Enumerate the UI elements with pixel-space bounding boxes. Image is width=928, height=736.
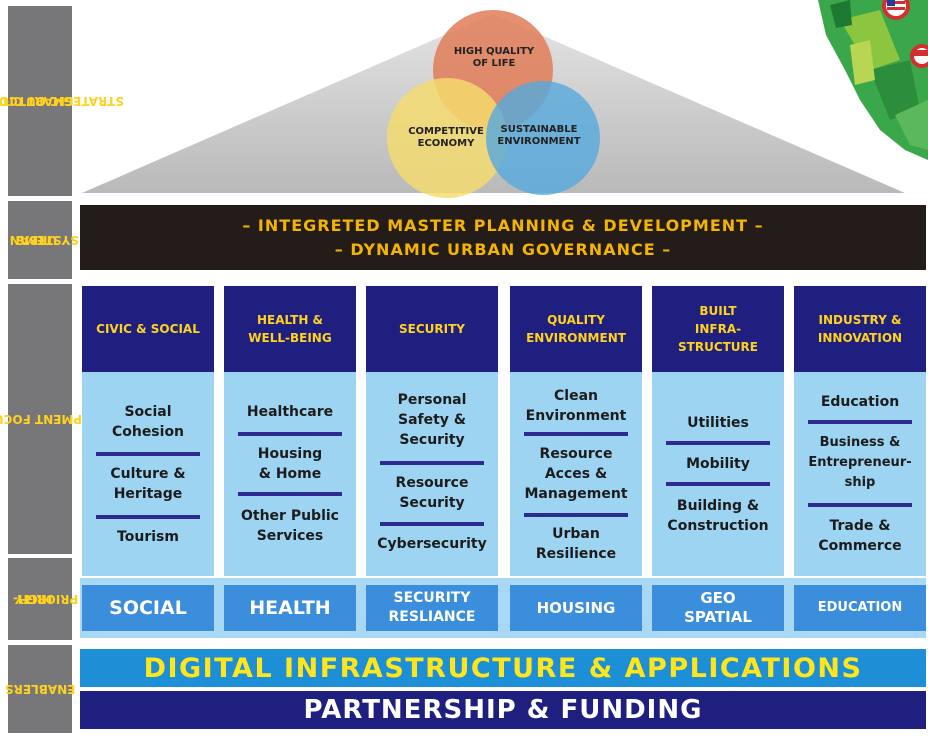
flag-pin-icon — [882, 0, 910, 20]
roof-graphic — [82, 0, 928, 198]
focus-title: INDUSTRY &INNOVATION — [794, 286, 926, 372]
divider — [96, 515, 200, 519]
focus-title: SECURITY — [366, 286, 498, 372]
divider — [666, 482, 770, 486]
enabler-digital-infrastructure: DIGITAL INFRASTRUCTURE & APPLICATIONS — [80, 649, 926, 687]
focus-item: Healthcare — [246, 404, 334, 420]
divider — [524, 432, 628, 436]
map-graphic — [818, 0, 928, 160]
side-label-focus-area: DEVELOPMENT FOCUS AREA — [0, 284, 135, 554]
priority-education: EDUCATION — [794, 585, 926, 631]
side-label-enablers: ENABLERS — [5, 645, 75, 733]
divider — [808, 420, 912, 424]
divider — [380, 461, 484, 465]
focus-title: HEALTH &WELL-BEING — [224, 286, 356, 372]
priority-health: HEALTH — [224, 585, 356, 631]
focus-item: Cybersecurity — [377, 536, 487, 552]
divider — [238, 432, 342, 436]
focus-item: Culture &Heritage — [110, 466, 186, 502]
focus-item: Building &Construction — [667, 498, 769, 534]
divider — [808, 503, 912, 507]
focus-item: Business &Entrepreneur-ship — [808, 435, 912, 490]
urban-systems-bar: – INTEGRETED MASTER PLANNING & DEVELOPME… — [80, 205, 926, 270]
side-label-high-priority: HIGH-PRIORITY — [8, 558, 79, 640]
enabler-partnership-funding: PARTNERSHIP & FUNDING — [80, 691, 926, 729]
focus-column-health: HEALTH &WELL-BEING Healthcare Housing& H… — [224, 286, 356, 576]
urban-line-planning: – INTEGRETED MASTER PLANNING & DEVELOPME… — [242, 215, 764, 235]
priority-social: SOCIAL — [82, 585, 214, 631]
focus-item: Trade &Commerce — [818, 518, 902, 554]
venn-circle-economy — [387, 78, 507, 198]
focus-item: Mobility — [686, 456, 750, 472]
outcome-sustainable-environment: SUSTAINABLE ENVIRONMENT — [497, 124, 581, 147]
focus-column-industry: INDUSTRY &INNOVATION Education Business … — [794, 286, 926, 576]
focus-item: Tourism — [117, 529, 179, 545]
high-priority-band — [80, 578, 926, 638]
outcome-quality-of-life: HIGH QUALITY OF LIFE — [453, 46, 535, 69]
divider — [666, 441, 770, 445]
outcome-competitive-economy: COMPETITIVE ECONOMY — [408, 126, 484, 149]
divider — [96, 452, 200, 456]
focus-item: Housing& Home — [257, 446, 323, 482]
focus-item: Utilities — [687, 415, 749, 431]
priority-housing: HOUSING — [510, 585, 642, 631]
divider — [380, 522, 484, 526]
urban-line-governance: – DYNAMIC URBAN GOVERNANCE – — [334, 239, 672, 259]
flag-pin-icon — [910, 44, 928, 68]
focus-item: Education — [820, 394, 900, 410]
divider — [524, 513, 628, 517]
divider — [238, 492, 342, 496]
focus-title: CIVIC & SOCIAL — [82, 286, 214, 372]
venn-circle-environment — [486, 81, 600, 195]
